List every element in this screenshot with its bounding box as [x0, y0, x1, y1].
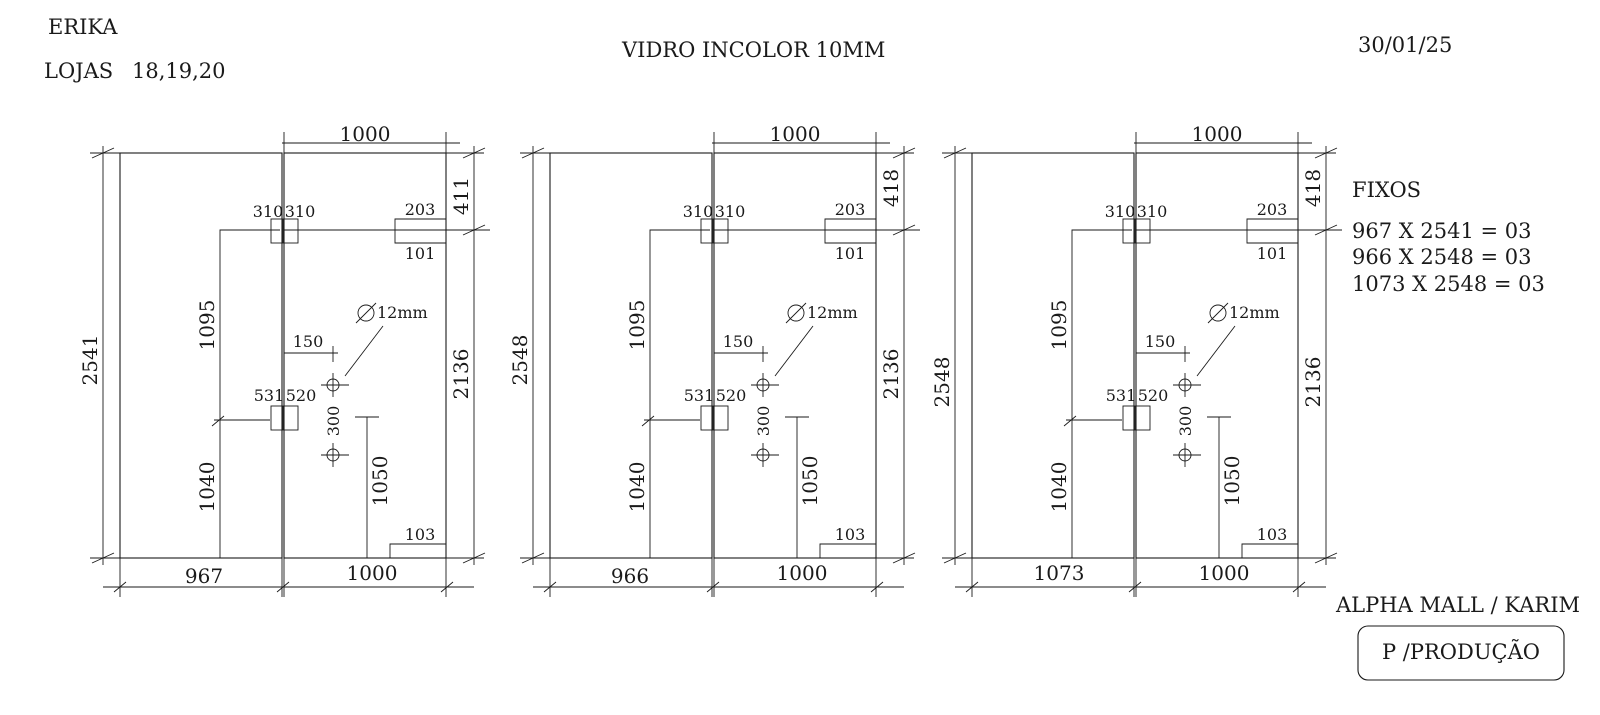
right-width-top-label: 1000	[340, 122, 391, 146]
right-height-label: 2136	[879, 349, 903, 400]
cut-top-label: 203	[405, 200, 436, 219]
upper-left-height-label: 1095	[1047, 300, 1071, 351]
upper-hinge-square	[270, 218, 299, 244]
door-glass-outline	[1135, 152, 1299, 559]
upper-hinge-right-label: 310	[1137, 202, 1168, 221]
upper-hinge-square	[700, 218, 729, 244]
location-label: ALPHA MALL / KARIM	[1335, 593, 1580, 617]
lower-hinge-right-label: 520	[716, 386, 747, 405]
lower-hinge-left-label: 531	[254, 386, 285, 405]
fixed-glass-outline	[119, 152, 283, 559]
lower-hinge-square	[1122, 405, 1151, 431]
lower-left-height-label: 1040	[625, 462, 649, 513]
panel-drawing: 2548 1000 1073 1000 418 2136 1095 1040 3…	[930, 122, 1342, 597]
lower-hinge-left-label: 531	[1106, 386, 1137, 405]
panel-drawing: 2548 1000 966 1000 418 2136 1095 1040 31…	[508, 122, 920, 597]
hole-height-label: 1050	[368, 456, 392, 507]
hole-diameter-label: 12mm	[807, 303, 858, 322]
material-title: VIDRO INCOLOR 10MM	[621, 38, 885, 62]
right-height-label: 2136	[449, 349, 473, 400]
cut-top-label: 203	[835, 200, 866, 219]
cut-top-label: 203	[1257, 200, 1288, 219]
lower-hinge-square	[270, 405, 299, 431]
fixed-item: 1073 X 2548 = 03	[1352, 272, 1545, 296]
top-offset-label: 418	[879, 169, 903, 207]
left-width-label: 967	[185, 564, 223, 588]
cut-bottom-label: 101	[835, 244, 866, 263]
hole-height-label: 1050	[1220, 456, 1244, 507]
hole-diameter-label: 12mm	[1229, 303, 1280, 322]
handle-offset-label: 150	[723, 332, 754, 351]
production-status-button[interactable]: P /PRODUÇÃO	[1357, 625, 1565, 681]
fixed-glass-outline	[971, 152, 1135, 559]
top-offset-label: 418	[1301, 169, 1325, 207]
production-button-label: P /PRODUÇÃO	[1382, 640, 1540, 664]
upper-hinge-left-label: 310	[683, 202, 714, 221]
right-width-bottom-label: 1000	[1199, 561, 1250, 585]
handle-offset-label: 150	[293, 332, 324, 351]
hole-spacing-label: 300	[754, 406, 773, 437]
door-glass-outline	[283, 152, 447, 559]
lower-hinge-left-label: 531	[684, 386, 715, 405]
height-label: 2548	[930, 357, 954, 408]
top-offset-label: 411	[449, 177, 473, 215]
hole-diameter-label: 12mm	[377, 303, 428, 322]
corner-cut-label: 103	[405, 525, 436, 544]
right-height-label: 2136	[1301, 357, 1325, 408]
lower-hinge-square	[700, 405, 729, 431]
upper-left-height-label: 1095	[195, 300, 219, 351]
door-glass-outline	[713, 152, 877, 559]
fixed-title: FIXOS	[1352, 178, 1421, 202]
date: 30/01/25	[1358, 33, 1452, 57]
height-label: 2541	[78, 335, 102, 386]
right-width-bottom-label: 1000	[777, 561, 828, 585]
cut-bottom-label: 101	[405, 244, 436, 263]
corner-cut-label: 103	[835, 525, 866, 544]
height-label: 2548	[508, 335, 532, 386]
hole-spacing-label: 300	[1176, 406, 1195, 437]
stores-label: LOJAS	[44, 59, 113, 83]
lower-hinge-right-label: 520	[286, 386, 317, 405]
lower-left-height-label: 1040	[195, 462, 219, 513]
corner-cut-label: 103	[1257, 525, 1288, 544]
right-width-bottom-label: 1000	[347, 561, 398, 585]
upper-hinge-right-label: 310	[285, 202, 316, 221]
production-button-frame	[1357, 625, 1565, 681]
fixed-glass-outline	[549, 152, 713, 559]
hole-height-label: 1050	[798, 456, 822, 507]
client-name: ERIKA	[48, 15, 118, 39]
lower-hinge-right-label: 520	[1138, 386, 1169, 405]
right-width-top-label: 1000	[770, 122, 821, 146]
fixed-item: 967 X 2541 = 03	[1352, 219, 1532, 243]
handle-offset-label: 150	[1145, 332, 1176, 351]
fixed-item: 966 X 2548 = 03	[1352, 245, 1532, 269]
lower-left-height-label: 1040	[1047, 462, 1071, 513]
upper-hinge-square	[1122, 218, 1151, 244]
left-width-label: 1073	[1034, 561, 1085, 585]
panel-drawing: 2541 1000 967 1000 411 2136 1095 1040 31…	[78, 122, 490, 597]
cut-bottom-label: 101	[1257, 244, 1288, 263]
upper-hinge-left-label: 310	[253, 202, 284, 221]
right-width-top-label: 1000	[1192, 122, 1243, 146]
stores-numbers: 18,19,20	[132, 59, 226, 83]
left-width-label: 966	[611, 564, 649, 588]
upper-left-height-label: 1095	[625, 300, 649, 351]
upper-hinge-left-label: 310	[1105, 202, 1136, 221]
upper-hinge-right-label: 310	[715, 202, 746, 221]
hole-spacing-label: 300	[324, 406, 343, 437]
